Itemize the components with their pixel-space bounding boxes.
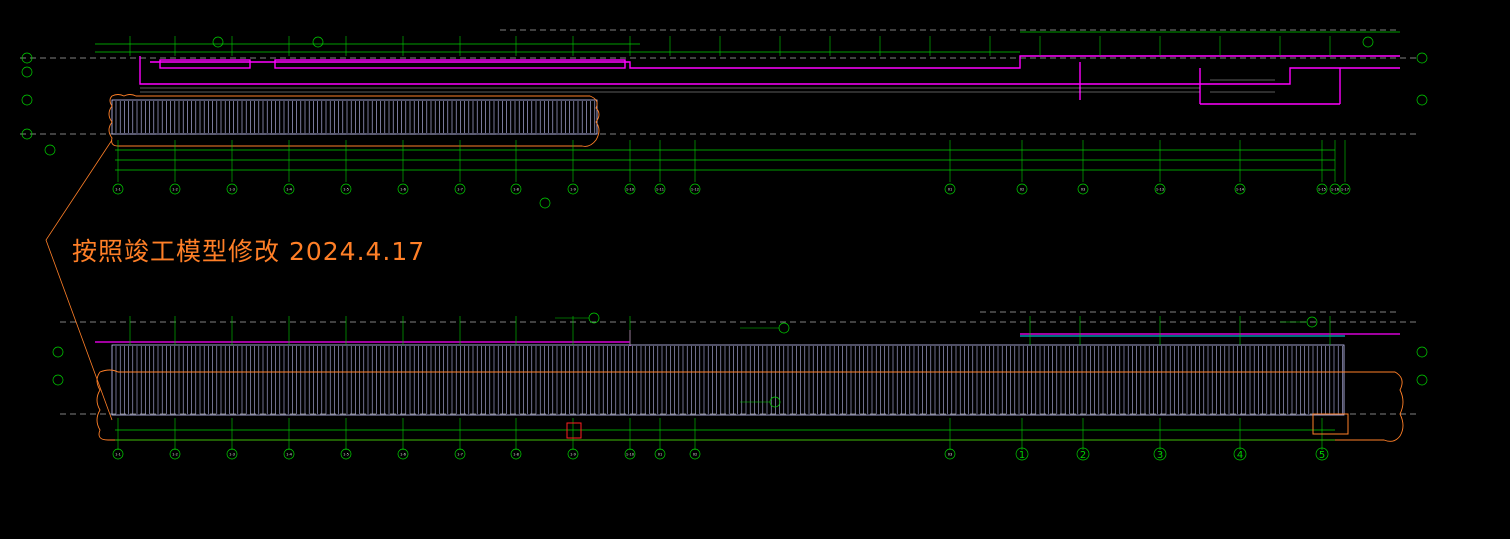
axis-bubble: 1-8 — [510, 448, 522, 460]
axis-label: 1-6 — [400, 188, 407, 192]
axis-bubble: 1-10 — [624, 183, 636, 195]
upper-hatched-area — [111, 99, 598, 135]
upper-top-dimensions — [95, 31, 1400, 53]
axis-label: 01 — [658, 453, 663, 457]
axis-bubble: 1-15 — [1316, 183, 1328, 195]
axis-bubble: 02 — [1016, 183, 1028, 195]
axis-label: 1-8 — [513, 188, 520, 192]
axis-label: 02 — [1020, 188, 1025, 192]
axis-label: 1-15 — [1318, 188, 1326, 192]
axis-label: 1-10 — [626, 188, 635, 192]
axis-bubble: 1-14 — [1234, 183, 1246, 195]
axis-bubble: 1-12 — [689, 183, 701, 195]
axis-bubble: 1-3 — [226, 448, 238, 460]
axis-bubble: 02 — [689, 448, 701, 460]
axis-bubble: 1-4 — [283, 183, 295, 195]
axis-label: 1-7 — [457, 188, 463, 192]
axis-bubble: 1-1 — [112, 448, 124, 460]
axis-label: 1-4 — [286, 453, 293, 457]
axis-bubble: 1-5 — [340, 448, 352, 460]
axis-bubble: 1-7 — [454, 448, 466, 460]
axis-label: 1-5 — [343, 453, 349, 457]
upper-left-bubbles — [21, 36, 1428, 209]
axis-bubble: 1-6 — [397, 183, 409, 195]
revision-leader — [45, 139, 113, 421]
lower-walls — [95, 330, 1400, 346]
axis-label: 1-5 — [343, 188, 349, 192]
axis-label: 1-8 — [513, 453, 520, 457]
axis-bubble: 1-13 — [1154, 183, 1166, 195]
axis-label: 1-3 — [229, 453, 235, 457]
axis-label: 1 — [1019, 450, 1025, 461]
axis-bubble: 03 — [944, 448, 956, 460]
axis-bubble: 1-17 — [1339, 183, 1351, 195]
axis-bubble: 1-8 — [510, 183, 522, 195]
lower-red-highlight — [566, 422, 582, 439]
axis-bubble: 01 — [944, 183, 956, 195]
axis-bubble: 1-9 — [567, 183, 579, 195]
lower-revision-cloud — [96, 369, 1404, 442]
axis-bubble: 4 — [1233, 447, 1247, 461]
axis-label: 02 — [693, 453, 698, 457]
axis-label: 1-6 — [400, 453, 407, 457]
axis-label: 1-14 — [1236, 188, 1245, 192]
axis-label: 1-3 — [229, 188, 235, 192]
axis-bubble: 1-9 — [567, 448, 579, 460]
axis-label: 03 — [948, 453, 953, 457]
axis-bubble: 5 — [1315, 447, 1329, 461]
axis-bubble: 2 — [1076, 447, 1090, 461]
axis-bubble: 01 — [654, 448, 666, 460]
axis-bubble: 1-6 — [397, 448, 409, 460]
axis-label: 1-7 — [457, 453, 463, 457]
axis-label: 4 — [1237, 450, 1243, 461]
axis-bubble: 1-3 — [226, 183, 238, 195]
revision-note: 按照竣工模型修改 2024.4.17 — [72, 237, 426, 266]
lower-hatched-area — [111, 344, 1345, 416]
axis-label: 3 — [1157, 450, 1163, 461]
upper-hatch-band — [140, 79, 1275, 93]
axis-label: 1-16 — [1331, 188, 1340, 192]
axis-label: 2 — [1080, 450, 1086, 461]
axis-bubble: 1-10 — [624, 448, 636, 460]
axis-label: 1-13 — [1156, 188, 1164, 192]
axis-bubble: 1-1 — [112, 183, 124, 195]
axis-bubble: 1-16 — [1329, 183, 1341, 195]
lower-bottom-dimensions — [115, 429, 1335, 441]
upper-revision-cloud — [108, 94, 600, 147]
axis-label: 1-12 — [691, 188, 699, 192]
lower-side-bubbles — [52, 312, 1428, 408]
axis-bubble: 1-7 — [454, 183, 466, 195]
axis-label: 1-11 — [656, 188, 664, 192]
upper-plan: 1-1 1-2 1-3 1-4 1-5 1-6 1-7 1-8 1-9 1-10 1-11 1-12 0… — [20, 29, 1428, 209]
axis-label: 1-2 — [172, 188, 178, 192]
axis-label: 03 — [1081, 188, 1086, 192]
lower-plan: 1-1 1-2 1-3 1-4 1-5 1-6 1-7 1-8 1-9 1-10 01 02 03 1 2 3… — [52, 311, 1428, 461]
axis-label: 1-10 — [626, 453, 635, 457]
lower-orange-highlight — [1312, 413, 1349, 435]
axis-bubble: 3 — [1153, 447, 1167, 461]
axis-bubble: 1-5 — [340, 183, 352, 195]
axis-label: 01 — [948, 188, 953, 192]
axis-label: 1-9 — [570, 453, 577, 457]
upper-bottom-dimensions — [115, 149, 1335, 171]
axis-label: 1-4 — [286, 188, 293, 192]
axis-label: 1-2 — [172, 453, 178, 457]
axis-label: 5 — [1319, 450, 1325, 461]
axis-bubble: 1-2 — [169, 183, 181, 195]
axis-label: 1-1 — [115, 453, 121, 457]
lower-axis-lines — [60, 311, 1420, 415]
axis-label: 1-1 — [115, 188, 121, 192]
lower-leader-lines — [555, 317, 1307, 403]
axis-label: 1-17 — [1341, 188, 1349, 192]
axis-bubble: 1-2 — [169, 448, 181, 460]
axis-bubble: 1-4 — [283, 448, 295, 460]
axis-bubble: 1-11 — [654, 183, 666, 195]
axis-bubble: 1 — [1015, 447, 1029, 461]
axis-bubble: 03 — [1077, 183, 1089, 195]
upper-walls — [139, 55, 1400, 105]
axis-label: 1-9 — [570, 188, 577, 192]
